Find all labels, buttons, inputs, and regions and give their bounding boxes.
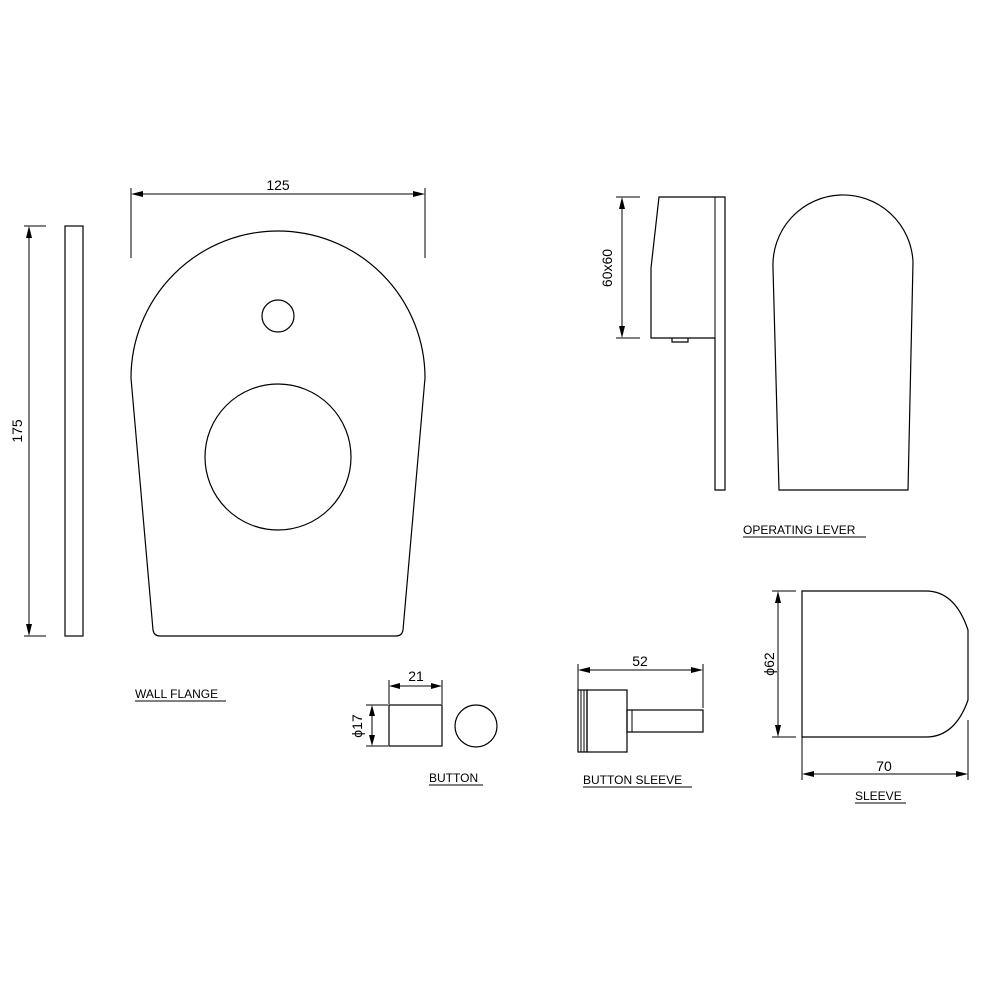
wall-flange-label: WALL FLANGE	[135, 687, 218, 701]
operating-lever-label: OPERATING LEVER	[743, 523, 856, 537]
flange-width-arrow-left	[131, 191, 143, 197]
operating-lever-front-view	[772, 194, 914, 491]
button-width-value: 21	[408, 668, 424, 684]
flange-height-arrow-bottom	[26, 624, 32, 636]
sleeve-length-arrow-right	[956, 771, 968, 777]
sleeve-dia-arrow-bottom	[775, 725, 781, 737]
wall-flange-small-hole	[261, 299, 295, 333]
button-sleeve-arrow-left	[578, 667, 590, 673]
operating-lever-side-view	[650, 196, 726, 491]
button-diameter-value: ϕ17	[349, 714, 365, 738]
button-sleeve-length-value: 52	[632, 653, 648, 669]
button-dia-arrow-bottom	[369, 735, 375, 746]
button-sleeve-label: BUTTON SLEEVE	[583, 773, 682, 787]
sleeve-length-arrow-left	[802, 771, 814, 777]
flange-height-arrow-top	[26, 226, 32, 238]
button-sleeve-head-body	[586, 689, 628, 753]
button-group: 21 ϕ17 BUTTON	[349, 668, 498, 786]
operating-lever-pin	[671, 338, 689, 343]
sleeve-outline	[801, 590, 969, 738]
button-dia-arrow-top	[369, 705, 375, 716]
lever-arrow-bottom	[619, 326, 625, 338]
button-sleeve-shaft	[626, 709, 704, 733]
sleeve-group: ϕ62 70 SLEEVE	[761, 590, 969, 804]
lever-size-value: 60x60	[599, 249, 615, 287]
button-sleeve-arrow-right	[691, 667, 703, 673]
flange-height-value: 175	[9, 419, 25, 443]
button-width-arrow-left	[389, 683, 400, 689]
sleeve-length-value: 70	[876, 758, 892, 774]
flange-width-value: 125	[266, 177, 290, 193]
wall-flange-outline	[130, 230, 426, 637]
sleeve-label: SLEEVE	[855, 789, 902, 803]
button-sleeve-group: 52 BUTTON SLEEVE	[577, 653, 704, 788]
operating-lever-group: 60x60 OPERATING LEVER	[599, 194, 914, 538]
wall-flange-large-hole	[204, 383, 352, 531]
lever-arrow-top	[619, 197, 625, 209]
button-sleeve-head-ring	[577, 689, 588, 753]
wall-flange-group: 175 125 WALL FLANGE	[9, 177, 426, 702]
flange-width-arrow-right	[413, 191, 425, 197]
button-width-arrow-right	[431, 683, 442, 689]
button-side-view	[388, 704, 443, 747]
wall-flange-side-profile	[64, 225, 84, 637]
button-label: BUTTON	[429, 771, 478, 785]
sleeve-dia-arrow-top	[775, 591, 781, 603]
button-end-view	[454, 704, 498, 748]
sleeve-diameter-value: ϕ62	[761, 652, 777, 676]
